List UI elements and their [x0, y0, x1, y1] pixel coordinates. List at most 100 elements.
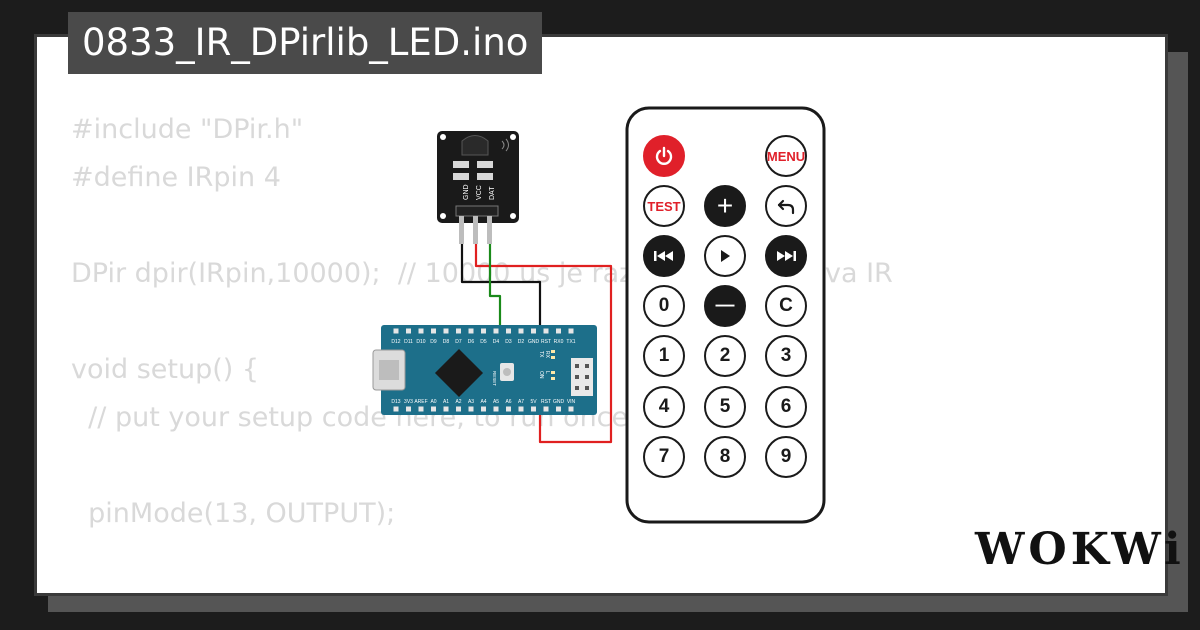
pin-label: 5V — [530, 399, 537, 405]
pin-label: GND — [528, 339, 540, 345]
pin-label: 3V3 — [404, 399, 413, 405]
pin-label-dat: DAT — [489, 186, 496, 200]
header-pin[interactable] — [443, 406, 449, 412]
pin-label: A6 — [505, 399, 511, 405]
header-pin[interactable] — [431, 328, 436, 334]
header-pin[interactable] — [506, 406, 511, 412]
header-pin[interactable] — [393, 328, 399, 334]
digit-1-button[interactable]: 1 — [643, 335, 685, 377]
wires — [460, 244, 613, 444]
microcontroller-chip — [434, 348, 484, 398]
previous-button[interactable] — [643, 235, 685, 277]
pin-label: A4 — [480, 399, 486, 405]
pin-label: A7 — [518, 399, 524, 405]
tx-led-label: TX — [538, 351, 544, 358]
test-button[interactable]: TEST — [643, 185, 685, 227]
ir-receiver-icon — [461, 135, 489, 156]
fast-forward-icon — [777, 251, 796, 261]
header-pin[interactable] — [456, 406, 461, 412]
digit-9-button[interactable]: 9 — [765, 436, 807, 478]
pin-label: D7 — [455, 339, 462, 345]
pin-label: D10 — [416, 339, 425, 345]
pin-label: TX1 — [566, 339, 575, 345]
pin-label: A3 — [468, 399, 474, 405]
pin-label: D11 — [404, 339, 413, 345]
code-line: void setup() { — [71, 354, 260, 385]
pin-label: RX0 — [554, 339, 564, 345]
header-pin[interactable] — [481, 406, 486, 412]
project-title[interactable]: 0833_IR_DPirlib_LED.ino — [68, 12, 543, 74]
next-button[interactable] — [765, 235, 807, 277]
code-line: // put your setup code here, to run once… — [71, 402, 638, 433]
play-button[interactable] — [704, 235, 746, 277]
header-pin[interactable] — [556, 328, 561, 334]
c-button[interactable]: C — [765, 285, 807, 327]
pin-label: A1 — [443, 399, 449, 405]
pin-label: RST — [541, 399, 551, 405]
header-pin[interactable] — [406, 328, 411, 334]
power-icon — [655, 146, 673, 165]
rewind-icon — [654, 251, 673, 261]
digit-0-button[interactable]: 0 — [643, 285, 685, 327]
header-pin[interactable] — [568, 406, 574, 412]
ir-sensor-module[interactable]: GND VCC DAT — [437, 131, 519, 244]
header-pin[interactable] — [481, 328, 486, 334]
header-pin[interactable] — [518, 328, 524, 334]
power-button[interactable] — [643, 135, 685, 177]
pin-label: D2 — [518, 339, 525, 345]
header-pin[interactable] — [456, 328, 461, 334]
header-pin[interactable] — [431, 406, 436, 412]
header-pin[interactable] — [543, 406, 549, 412]
digit-4-button[interactable]: 4 — [643, 386, 685, 428]
header-pin[interactable] — [493, 328, 499, 334]
pin-label: D13 — [391, 399, 400, 405]
l-led-label: L — [544, 371, 550, 374]
digit-5-button[interactable]: 5 — [704, 386, 746, 428]
pin-label: AREF — [414, 399, 427, 405]
power-led-label: ON — [538, 371, 544, 379]
digit-6-button[interactable]: 6 — [765, 386, 807, 428]
header-pin[interactable] — [418, 328, 424, 334]
pin-label: D6 — [468, 339, 475, 345]
menu-button[interactable]: MENU — [765, 135, 807, 177]
header-pin[interactable] — [506, 328, 511, 334]
plus-button[interactable]: + — [704, 185, 746, 227]
header-pin[interactable] — [518, 406, 524, 412]
rx-led-label: RX — [544, 351, 550, 359]
code-line: #include "DPir.h" — [71, 114, 304, 145]
pin-label: A2 — [455, 399, 461, 405]
wire-gnd — [460, 244, 542, 330]
header-pin[interactable] — [531, 328, 536, 334]
header-pin[interactable] — [406, 406, 411, 412]
pin-label-gnd: GND — [463, 184, 470, 200]
header-pin[interactable] — [568, 328, 574, 334]
header-pin[interactable] — [418, 406, 424, 412]
pin-label: VIN — [567, 399, 576, 405]
header-pin[interactable] — [531, 406, 536, 412]
digit-3-button[interactable]: 3 — [765, 335, 807, 377]
pin-label: A5 — [493, 399, 499, 405]
code-line: #define IRpin 4 — [71, 162, 281, 193]
digit-8-button[interactable]: 8 — [704, 436, 746, 478]
minus-button[interactable]: — — [704, 285, 746, 327]
header-pin[interactable] — [493, 406, 499, 412]
header-pin[interactable] — [468, 406, 474, 412]
digit-7-button[interactable]: 7 — [643, 436, 685, 478]
pin-label: A0 — [430, 399, 436, 405]
digit-2-button[interactable]: 2 — [704, 335, 746, 377]
header-pin[interactable] — [443, 328, 449, 334]
mount-hole-icon — [510, 134, 516, 140]
header-pin[interactable] — [543, 328, 549, 334]
header-pin[interactable] — [393, 406, 399, 412]
mount-hole-icon — [440, 213, 446, 219]
pin-label: D5 — [480, 339, 487, 345]
icsp-header — [571, 358, 593, 396]
wokwi-logo[interactable]: WOKWi — [975, 524, 1185, 575]
back-button[interactable] — [765, 185, 807, 227]
header-pin[interactable] — [468, 328, 474, 334]
pin-label: D4 — [493, 339, 500, 345]
header-pin[interactable] — [556, 406, 561, 412]
